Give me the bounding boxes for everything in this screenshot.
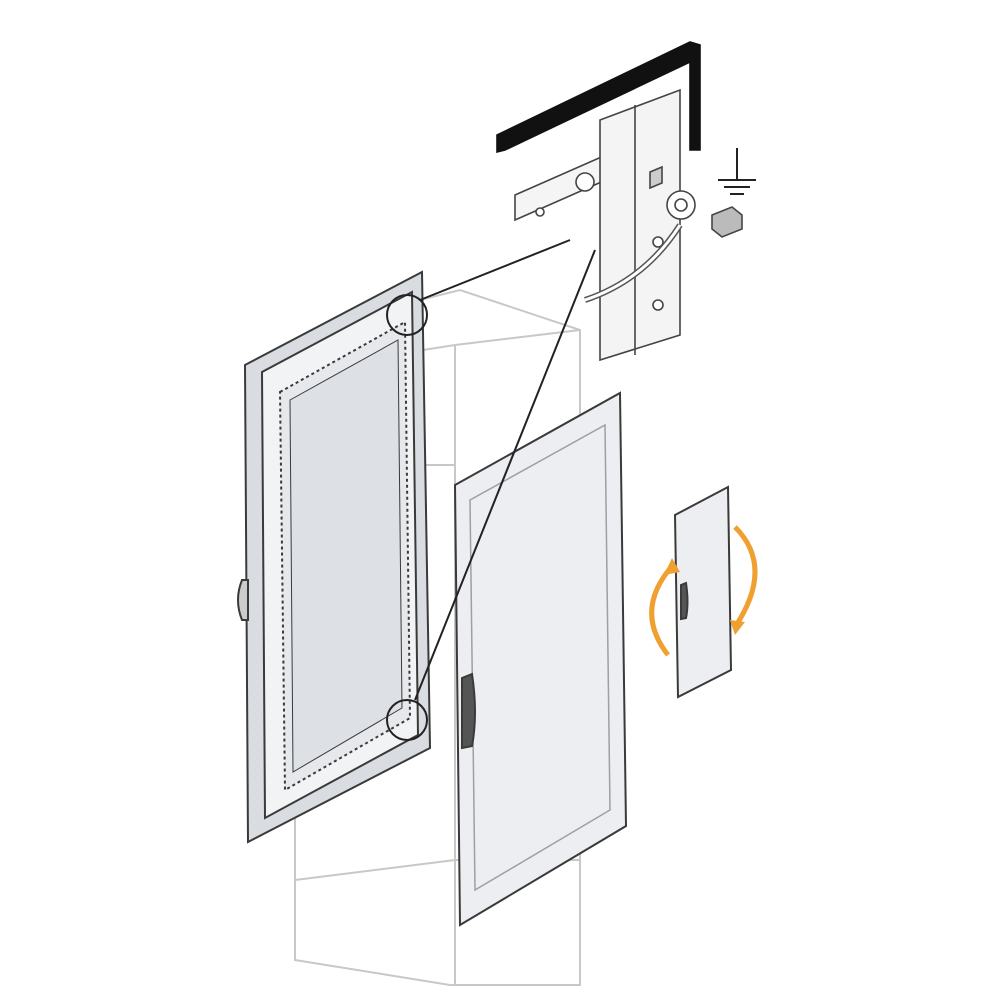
reversible-door	[673, 485, 733, 699]
glass-door	[237, 270, 432, 844]
door-handle-icon	[237, 579, 249, 621]
door-handle-icon	[461, 672, 476, 750]
grounding-detail	[496, 41, 743, 362]
detail-callouts	[386, 239, 596, 741]
solid-door	[453, 391, 628, 927]
ground-symbol-icon	[718, 148, 756, 195]
